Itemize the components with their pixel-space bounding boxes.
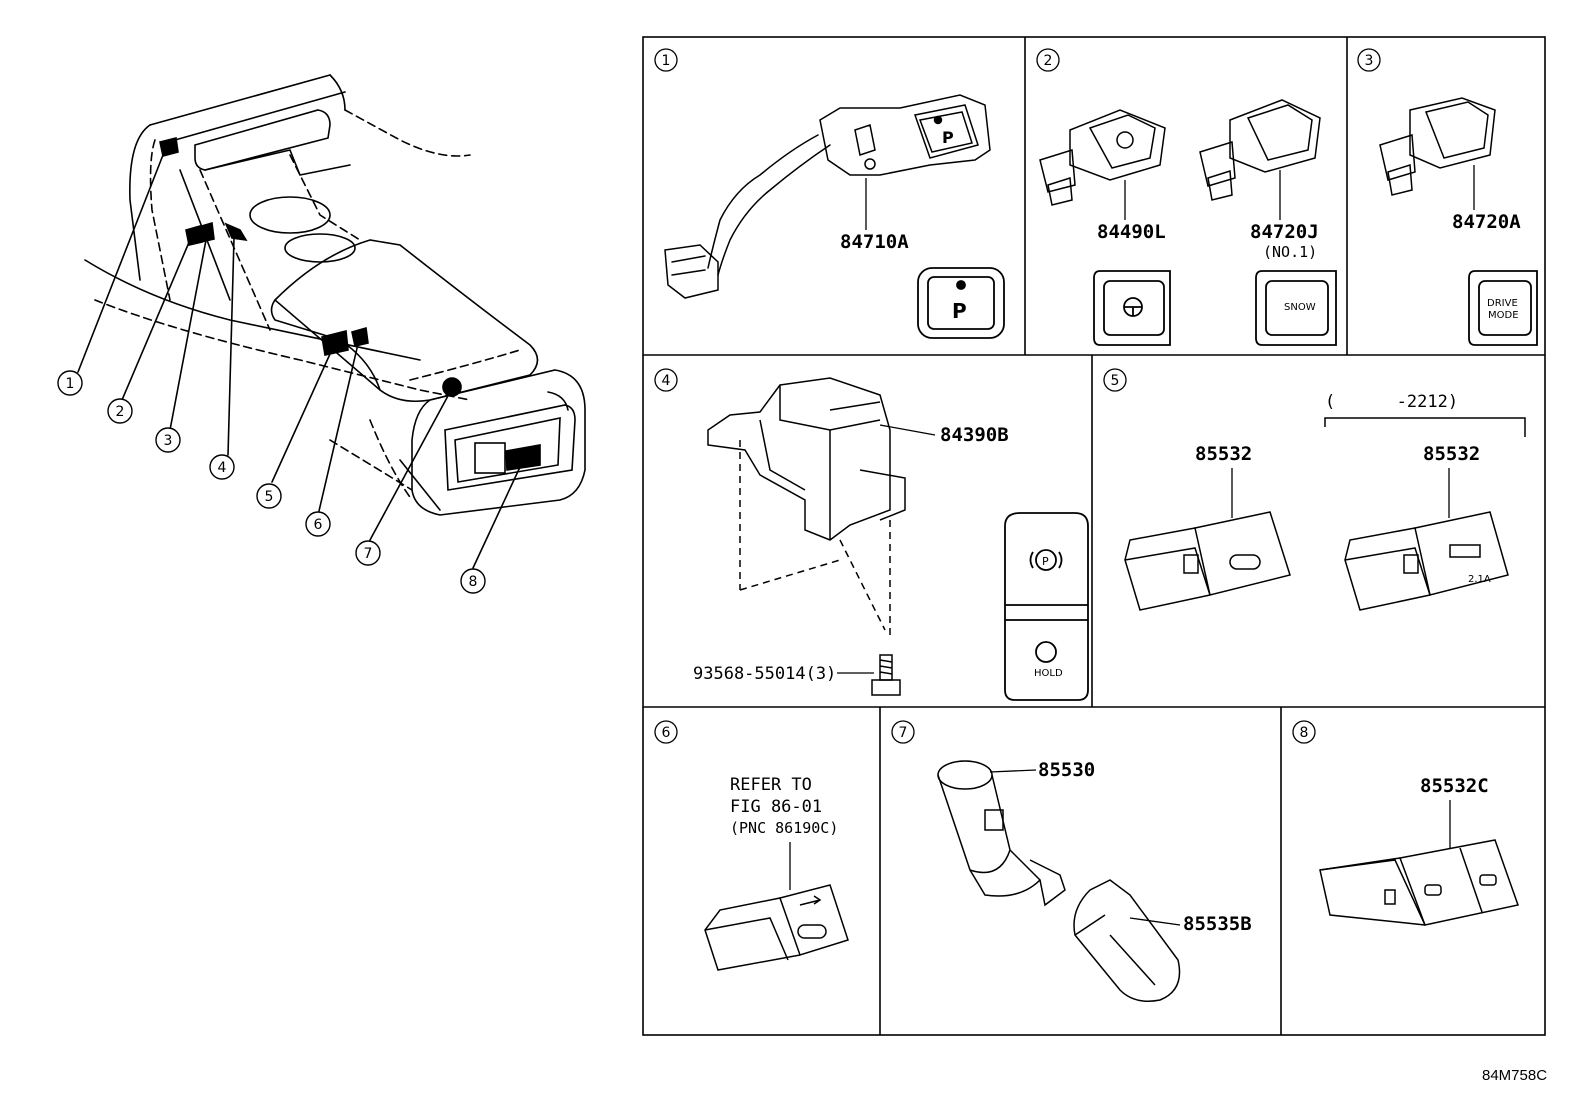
panel-4-number: 4	[662, 373, 671, 389]
callout-8: 8	[460, 568, 486, 594]
drive-mode-label-2: MODE	[1488, 310, 1519, 321]
power-outlet-85530	[937, 760, 1066, 907]
svg-text:6: 6	[314, 517, 323, 533]
figure-code: 84M758C	[1482, 1067, 1547, 1084]
panel-7-number: 7	[899, 725, 908, 741]
dual-usb-85532C	[1319, 839, 1519, 926]
bolt-93568	[871, 654, 901, 696]
part-label-85532-b: 85532	[1423, 443, 1480, 465]
panel-3: 3 84720A DRIVE MODE	[1357, 48, 1538, 346]
svg-text:3: 3	[164, 433, 173, 449]
part-label-85532C: 85532C	[1420, 775, 1489, 797]
range-bracket	[1324, 417, 1526, 437]
overview-callouts: 1 2 3 4 5 6 7 8	[57, 370, 486, 594]
panel-5-number: 5	[1111, 373, 1120, 389]
panel-2-number: 2	[1044, 53, 1053, 69]
svg-text:4: 4	[218, 460, 227, 476]
panel-2: 2 84490L 84720J (NO.1) SNOW	[1036, 48, 1337, 346]
svg-text:5: 5	[265, 489, 274, 505]
svg-text:8: 8	[469, 574, 478, 590]
usb-port-86190C	[704, 884, 849, 971]
range-label: ( -2212)	[1325, 392, 1458, 412]
panel-3-number: 3	[1365, 53, 1374, 69]
callout-5: 5	[256, 483, 282, 509]
snow-button-label: SNOW	[1284, 302, 1316, 313]
panel-1-number: 1	[662, 53, 671, 69]
shift-switch-84710A: P	[664, 94, 991, 299]
panel-6: 6 REFER TO FIG 86-01 (PNC 86190C)	[654, 720, 849, 971]
svg-text:1: 1	[66, 376, 75, 392]
part-label-84720J: 84720J	[1250, 221, 1319, 243]
p-button-label: P	[952, 299, 967, 323]
panel-4: 4 84390B 93568-55014(3)	[654, 368, 1089, 701]
usb-amp-label: 2.1A	[1468, 574, 1491, 585]
part-label-85532-a: 85532	[1195, 443, 1252, 465]
part-label-93568: 93568-55014(3)	[693, 664, 836, 684]
part-label-84390B: 84390B	[940, 424, 1009, 446]
snow-button-face	[1255, 270, 1337, 346]
switch-84720J	[1199, 99, 1321, 201]
usb-c-port-85532-a	[1124, 511, 1291, 611]
part-note-no1: (NO.1)	[1263, 243, 1317, 261]
drive-mode-label-1: DRIVE	[1487, 298, 1518, 309]
panel-7: 7 85530 85535B	[891, 720, 1252, 1002]
socket-85535B	[1073, 879, 1181, 1002]
callout-6: 6	[305, 511, 331, 537]
callout-3: 3	[155, 427, 181, 453]
panel-1: 1 P 84710A P	[654, 48, 1005, 339]
epb-button-face	[1004, 512, 1089, 701]
panel-6-number: 6	[662, 725, 671, 741]
panel-8-number: 8	[1300, 725, 1309, 741]
refer-line-2: FIG 86-01	[730, 797, 822, 817]
panel-5: 5 ( -2212) 85532 85532 2.1A	[1103, 368, 1526, 611]
svg-text:2: 2	[116, 404, 125, 420]
part-label-84710A: 84710A	[840, 231, 909, 253]
p-button-face	[917, 267, 1005, 339]
hold-label: HOLD	[1034, 668, 1063, 679]
part-label-85530: 85530	[1038, 759, 1095, 781]
usb-a-port-85532-b	[1344, 511, 1509, 611]
svg-text:P: P	[942, 128, 954, 147]
switch-84720A	[1379, 97, 1496, 196]
svg-text:7: 7	[364, 546, 373, 562]
callout-4: 4	[209, 454, 235, 480]
panel-grid	[642, 36, 1546, 1036]
refer-line-1: REFER TO	[730, 775, 812, 795]
part-label-85535B: 85535B	[1183, 913, 1252, 935]
drive-mode-button-face	[1468, 270, 1538, 346]
refer-line-3: (PNC 86190C)	[730, 819, 838, 837]
callout-7: 7	[355, 540, 381, 566]
callout-2: 2	[107, 398, 133, 424]
panel-8: 8 85532C	[1292, 720, 1519, 926]
console-overview	[77, 74, 586, 569]
callout-1: 1	[57, 370, 83, 396]
steering-button-face	[1093, 270, 1171, 346]
epb-p-icon: P	[1042, 555, 1049, 568]
parking-brake-switch-84390B	[707, 377, 906, 640]
part-label-84720A: 84720A	[1452, 211, 1521, 233]
part-label-84490L: 84490L	[1097, 221, 1166, 243]
switch-84490L	[1039, 109, 1166, 206]
